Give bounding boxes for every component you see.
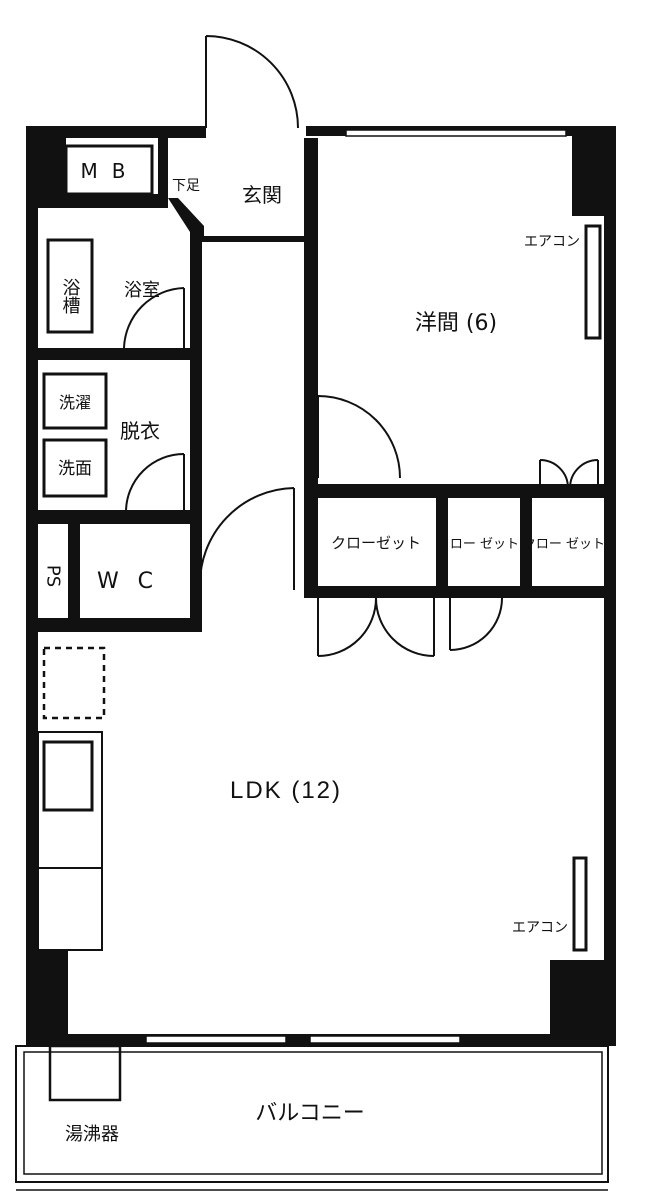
column-bottom-left xyxy=(26,950,68,1046)
wall-genkan-step xyxy=(200,236,306,242)
wall-left xyxy=(26,126,38,1046)
label-genkan-shoes: 下足 xyxy=(172,178,200,194)
label-ps: PS xyxy=(43,565,64,587)
column-mid-right xyxy=(520,484,616,498)
wall-mb-bottom xyxy=(38,194,168,208)
wall-mb-right xyxy=(158,138,168,202)
label-closet-main: クローゼット xyxy=(331,534,421,552)
wall-wet-right xyxy=(190,228,202,618)
label-washbasin: 洗面 xyxy=(58,459,92,479)
label-closet-right: クロー ゼット xyxy=(523,537,605,552)
label-bathroom: 浴室 xyxy=(124,280,160,301)
window-ldk-bottom-2 xyxy=(309,1035,461,1044)
balcony-inner xyxy=(23,1051,603,1175)
label-genkan: 玄関 xyxy=(242,183,282,207)
label-ldk: LDK (12) xyxy=(230,777,342,804)
door-closet-mid xyxy=(449,597,503,651)
wall-ps-right xyxy=(68,524,80,628)
wall-top-left xyxy=(26,126,206,138)
door-dressing-swing xyxy=(125,453,185,513)
wall-corridor-right xyxy=(304,138,318,598)
interior-walls xyxy=(38,138,614,632)
washer-box xyxy=(42,372,108,430)
label-balcony: バルコニー xyxy=(255,1101,365,1126)
door-closet-left xyxy=(317,597,377,657)
kitchen-sink xyxy=(42,740,94,812)
label-washer: 洗濯 xyxy=(59,393,91,412)
label-dressing: 脱衣 xyxy=(120,419,160,443)
fridge-space xyxy=(42,646,106,720)
labels: MB 下足 玄関 浴槽 浴室 洗濯 脱衣 洗面 PS W C 洋間 (6) エア… xyxy=(43,159,606,1145)
wall-diagonal xyxy=(168,198,204,242)
wall-right xyxy=(604,126,616,1036)
label-aircon-bottom: エアコン xyxy=(512,920,568,936)
door-entrance-swing xyxy=(205,35,299,129)
label-closet-mid: クロー ゼット xyxy=(437,537,519,552)
wall-closet-div1 xyxy=(436,494,448,598)
water-heater-box xyxy=(48,1044,122,1102)
label-water-heater: 湯沸器 xyxy=(65,1124,119,1145)
mb-box xyxy=(64,144,154,196)
window-western-top xyxy=(345,129,567,137)
door-ldk-swing xyxy=(198,487,295,590)
door-closet-right xyxy=(375,597,435,657)
label-aircon-top: エアコン xyxy=(524,234,580,250)
aircon-top-unit xyxy=(584,224,602,340)
bathtub xyxy=(46,238,94,334)
aircon-bottom-unit xyxy=(572,856,588,952)
label-bathtub: 浴槽 xyxy=(60,278,81,314)
wall-wash-bottom xyxy=(38,510,202,524)
fixtures xyxy=(15,144,609,1191)
wall-closet-bottom xyxy=(304,586,614,598)
column-top-left xyxy=(26,126,66,196)
label-wc: W C xyxy=(97,569,159,594)
door-western-swing xyxy=(317,395,401,479)
wall-western-bottom xyxy=(304,484,524,498)
column-top-right xyxy=(572,126,616,216)
door-closet-right-top xyxy=(539,459,599,489)
kitchen-counter xyxy=(37,731,103,951)
wall-wc-bottom xyxy=(38,618,202,632)
label-western-room: 洋間 (6) xyxy=(415,311,497,336)
column-bottom-right xyxy=(550,960,616,1046)
label-mb: MB xyxy=(81,159,140,183)
windows xyxy=(145,129,567,1044)
door-bath-swing xyxy=(123,287,185,350)
washbasin-box xyxy=(42,438,108,498)
wall-closet-div2 xyxy=(520,494,532,598)
doors xyxy=(123,35,599,657)
window-ldk-bottom-1 xyxy=(145,1035,287,1044)
wall-bath-bottom xyxy=(38,348,202,360)
balcony-outline xyxy=(15,1045,609,1183)
